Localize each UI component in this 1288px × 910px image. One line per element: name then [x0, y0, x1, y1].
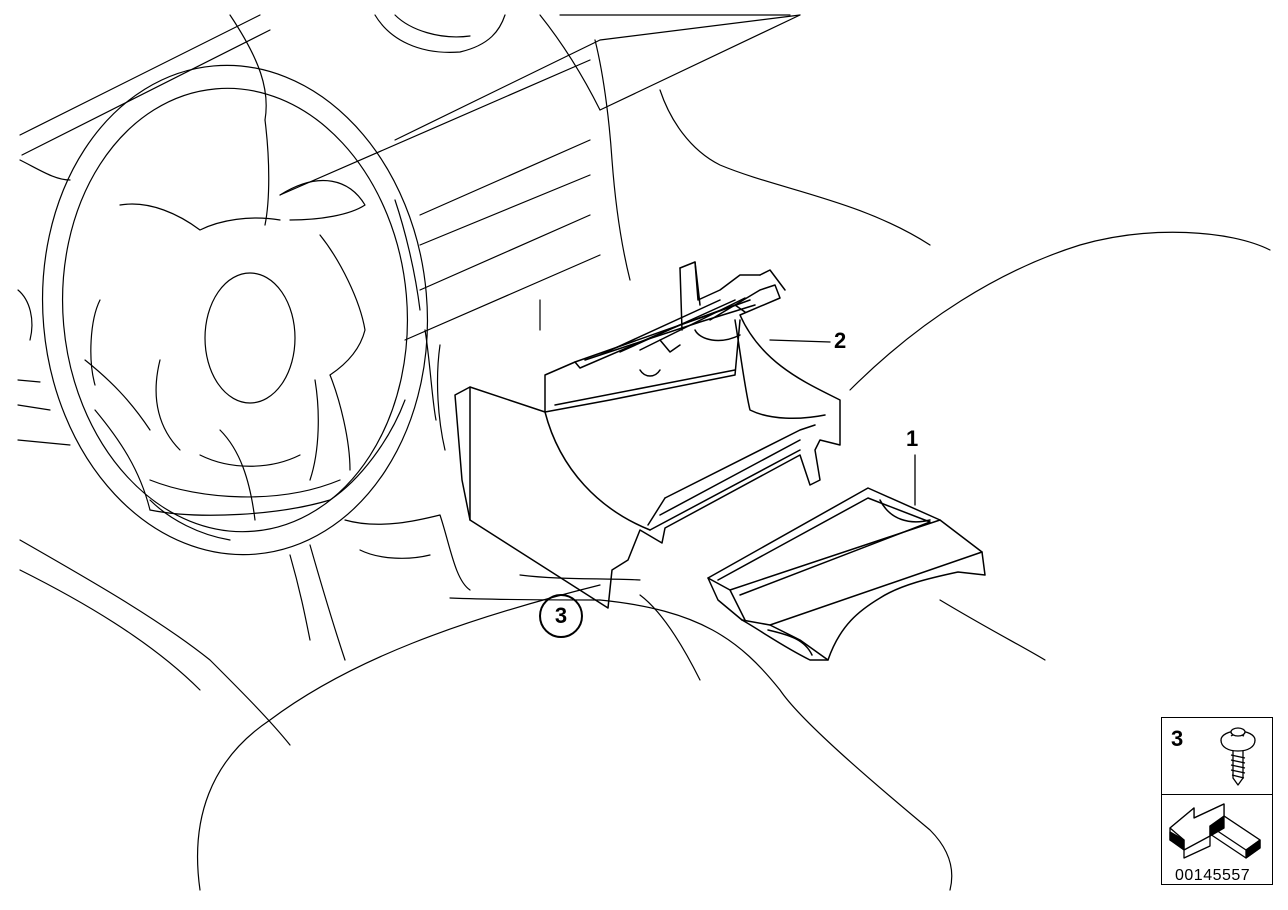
screw-icon: [1220, 727, 1256, 786]
leader-lines: [769, 339, 916, 506]
trim-panel-part-2: [454, 261, 841, 609]
callout-part-3: 3: [539, 594, 583, 638]
arrow-icon: [1169, 803, 1261, 859]
legend-divider: [1162, 794, 1272, 795]
parts-legend: 3: [1161, 717, 1273, 885]
document-number: 00145557: [1175, 867, 1251, 884]
storage-tray-part-1: [707, 487, 986, 661]
callout-part-3-number: 3: [554, 603, 568, 628]
callout-part-1: 1: [906, 426, 919, 451]
callout-part-2: 2: [834, 328, 847, 353]
seat-outline: [197, 231, 1271, 891]
steering-column: [19, 514, 471, 746]
leader-line-2: [769, 339, 831, 343]
legend-item-number: 3: [1171, 726, 1184, 751]
dashboard-outline: [17, 14, 931, 451]
steering-wheel: [41, 64, 429, 556]
